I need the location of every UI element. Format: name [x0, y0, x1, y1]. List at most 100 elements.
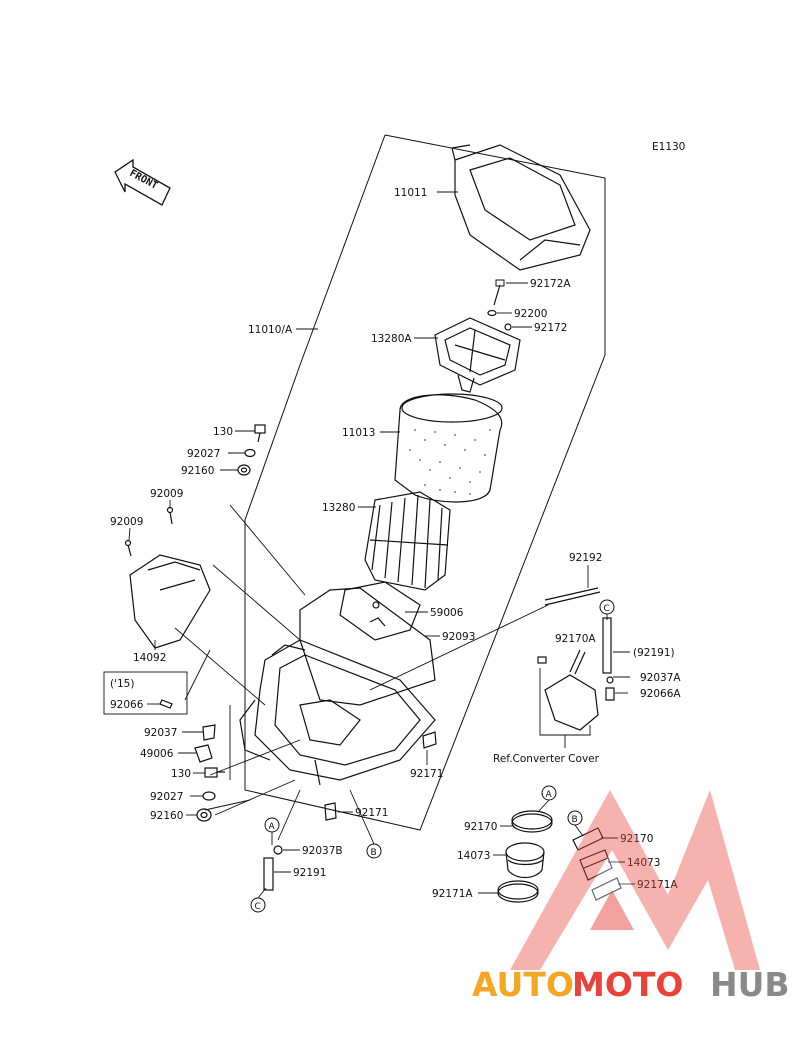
filter-element-11013	[394, 393, 503, 503]
leader-drain	[277, 789, 301, 841]
svg-text:A: A	[269, 822, 276, 832]
tube-92191-right	[602, 617, 612, 674]
screw-92009-b	[124, 539, 132, 557]
washer-92200	[487, 309, 497, 317]
screw-92172	[504, 323, 512, 331]
label-year-15: ('15)	[110, 678, 134, 690]
marker-c-1: C	[250, 897, 266, 913]
filter-cage-13280	[364, 491, 451, 591]
label-92027-lower: 92027	[150, 791, 183, 803]
marker-a-1: A	[264, 817, 280, 833]
label-92191: 92191	[293, 867, 326, 879]
watermark-text: AUTO MOTO HUB	[472, 965, 790, 1004]
svg-text:C: C	[255, 902, 261, 912]
label-92170-left: 92170	[464, 821, 497, 833]
drain-tube-92191	[263, 857, 274, 891]
label-92191-paren: (92191)	[633, 647, 675, 659]
duct-14073-right	[579, 849, 613, 881]
label-92009-a: 92009	[150, 488, 183, 500]
svg-text:HUB: HUB	[710, 965, 790, 1004]
label-92170A: 92170A	[555, 633, 596, 645]
clamp-92037	[202, 724, 216, 741]
grommet-92160-upper	[237, 464, 251, 476]
label-49006: 49006	[140, 748, 174, 760]
screw-92009-a	[166, 506, 174, 525]
label-92171A-right: 92171A	[637, 879, 678, 891]
callouts: 11011 92172A 11010/A 92200 13280A 92172 …	[110, 187, 681, 900]
label-130-upper: 130	[213, 426, 233, 438]
label-92171-a: 92171	[410, 768, 443, 780]
plug-92066A	[605, 687, 615, 701]
label-92171-b: 92171	[355, 807, 388, 819]
washer-92027-lower	[202, 791, 216, 801]
gasket-59006	[339, 581, 421, 641]
label-92027-upper: 92027	[187, 448, 220, 460]
clamp-92171-b	[324, 802, 337, 821]
label-14073-left: 14073	[457, 850, 490, 862]
label-92160-lower: 92160	[150, 810, 183, 822]
converter-cover	[544, 674, 599, 731]
label-14092: 14092	[133, 652, 166, 664]
duct-14073-left	[505, 842, 545, 879]
label-14073-right: 14073	[627, 857, 660, 869]
label-92200: 92200	[514, 308, 547, 320]
air-box-housing	[239, 639, 436, 786]
bolt-130-upper	[254, 424, 266, 443]
label-130-lower: 130	[171, 768, 191, 780]
grommet-92160-lower	[196, 808, 212, 822]
label-92037B: 92037B	[302, 845, 343, 857]
label-92009-b: 92009	[110, 516, 143, 528]
leader-b2	[574, 824, 584, 837]
label-ref-converter-cover: Ref.Converter Cover	[493, 753, 600, 765]
bolt-130-lower	[204, 767, 225, 778]
label-92172: 92172	[534, 322, 567, 334]
clamp-92037A	[606, 676, 614, 684]
clamp-92170-left	[511, 810, 553, 833]
label-92160-upper: 92160	[181, 465, 214, 477]
plug-92066	[159, 699, 173, 709]
label-92170-right: 92170	[620, 833, 653, 845]
assembly-frame	[244, 134, 606, 831]
leader-b1	[349, 789, 375, 845]
bolt-92172A	[493, 279, 505, 306]
label-13280A: 13280A	[371, 333, 412, 345]
clamp-92171-a	[422, 731, 437, 749]
marker-c-2: C	[599, 599, 615, 615]
cover-11011	[451, 144, 591, 271]
front-arrow-icon: FRONT	[114, 158, 171, 206]
label-92066A: 92066A	[640, 688, 681, 700]
marker-a-2: A	[541, 785, 557, 801]
label-11010A: 11010/A	[248, 324, 293, 336]
duct-14092	[129, 554, 211, 649]
svg-text:MOTO: MOTO	[572, 965, 683, 1004]
svg-text:C: C	[604, 604, 610, 614]
label-92192: 92192	[569, 552, 602, 564]
label-92171A-left: 92171A	[432, 888, 473, 900]
clamp-92171A-right	[591, 877, 622, 901]
filter-holder-13280A	[434, 317, 521, 393]
tube-92192	[544, 587, 601, 606]
screw-clip	[537, 656, 547, 664]
clamp-92171A-left	[497, 880, 539, 903]
svg-text:A: A	[546, 790, 553, 800]
marker-b-1: B	[366, 843, 382, 859]
label-92172A: 92172A	[530, 278, 571, 290]
marker-b-2: B	[567, 810, 583, 826]
clamp-92037B	[273, 845, 283, 855]
label-13280: 13280	[322, 502, 355, 514]
svg-text:B: B	[371, 848, 377, 858]
diagram-code: E1130	[652, 141, 685, 153]
washer-92027-upper	[244, 448, 256, 458]
leader-c1	[257, 887, 267, 899]
watermark-logo	[510, 790, 760, 970]
label-59006: 59006	[430, 607, 464, 619]
label-11013: 11013	[342, 427, 375, 439]
label-92066: 92066	[110, 699, 144, 711]
svg-text:AUTO: AUTO	[472, 965, 574, 1004]
bolt-92170A	[569, 649, 586, 675]
label-11011: 11011	[394, 187, 427, 199]
leader-lines	[174, 504, 549, 816]
year-15-box	[103, 671, 188, 715]
